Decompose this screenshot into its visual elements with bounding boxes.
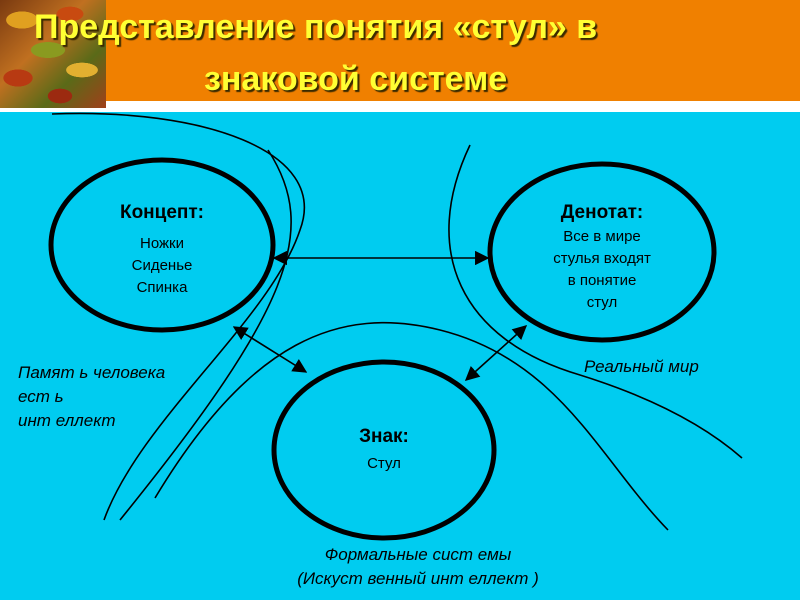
- slide-title-line-1: Представление понятия «стул» в: [34, 8, 598, 46]
- memory-boundary-curve: [51, 112, 306, 521]
- denotat-sign-arrow: [464, 325, 528, 381]
- formal-systems-label-line-2: (Искуст венный инт еллект ): [297, 569, 539, 588]
- concept-line-1: Ножки: [140, 235, 184, 252]
- denotat-line-2: стулья входят: [553, 250, 651, 267]
- memory-boundary-inner-curve: [119, 149, 292, 521]
- memory-label-line-2: ест ь: [18, 387, 64, 406]
- real-world-label: Реальный мир: [584, 357, 699, 376]
- memory-label-line-1: Памят ь человека: [18, 363, 165, 382]
- concept-sign-arrow: [232, 326, 308, 373]
- concept-title: Концепт:: [120, 202, 204, 223]
- slide-title-line-2: знаковой системе: [204, 60, 508, 98]
- formal-systems-label-line-1: Формальные сист емы: [325, 545, 512, 564]
- memory-label-line-3: инт еллект: [18, 411, 116, 430]
- slide-header: Представление понятия «стул» в знаковой …: [0, 0, 800, 108]
- sign-line-1: Стул: [367, 455, 401, 472]
- sign-circle: [271, 359, 497, 541]
- denotat-title: Денотат:: [561, 202, 643, 223]
- denotat-circle: [487, 161, 717, 343]
- formal-systems-boundary-curve: [154, 321, 669, 531]
- denotat-line-4: стул: [587, 294, 617, 311]
- sign-title: Знак:: [359, 426, 409, 447]
- concept-line-2: Сиденье: [132, 257, 193, 274]
- denotat-line-3: в понятие: [568, 272, 637, 289]
- concept-line-3: Спинка: [137, 279, 189, 296]
- real-world-boundary-curve: [448, 144, 743, 459]
- title-band: [106, 0, 800, 101]
- denotat-line-1: Все в мире: [563, 228, 641, 245]
- autumn-leaves-image: [0, 0, 106, 108]
- concept-circle: [48, 157, 276, 333]
